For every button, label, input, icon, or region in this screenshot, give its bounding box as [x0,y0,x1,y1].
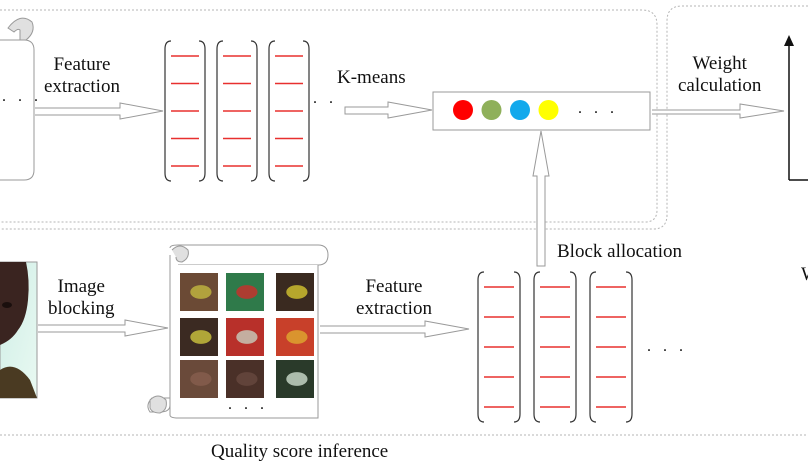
weight-calculation-arrow[interactable] [652,103,785,119]
image-block-detail [190,372,212,386]
right-bracket [250,40,258,182]
label-line: blocking [48,298,115,319]
feature-vectors-ellipsis: . . [313,90,337,107]
weight-calculation-label: Weight calculation [678,53,761,97]
right-bracket [302,40,310,182]
cluster-center-dot [481,100,502,120]
feature-vector [268,40,310,182]
kmeans-arrow[interactable] [344,101,433,119]
left-bracket [164,40,172,182]
left-bracket [589,271,597,423]
blocks-ellipsis: . . . [228,396,268,413]
input-face-image [0,261,38,399]
feature-vector [216,40,258,182]
feature-vector [477,271,521,423]
label-line: Weight [692,53,747,74]
label-line: Feature [365,276,423,297]
left-bracket [533,271,541,423]
training-stage-border [0,9,658,223]
image-blocking-label: Image blocking [48,276,115,320]
training-images-scroll [0,17,35,181]
image-block [226,318,264,356]
cluster-centers [453,100,559,120]
top-feature-vectors [164,40,310,182]
image-block-detail [286,372,308,386]
image-block-detail [190,330,212,344]
left-bracket [268,40,276,182]
image-block [180,273,218,311]
image-block [180,318,218,356]
vectors-ellipsis: . . . [647,338,687,355]
cluster-center-dot [538,100,559,120]
left-bracket [216,40,224,182]
image-block [226,360,264,398]
image-block-detail [236,285,258,299]
feature-vector [533,271,577,423]
cluster-center-dot [510,100,530,120]
label-line: extraction [356,298,432,319]
right-bracket [569,271,577,423]
feature-extraction-label-bottom: Feature extraction [356,276,432,320]
image-block [226,273,264,311]
image-block-grid [180,273,314,398]
feature-extraction-label-top: Feature extraction [44,54,120,98]
bottom-feature-vectors [477,271,633,423]
left-bracket [477,271,485,423]
weight-axis [784,35,808,181]
image-block-detail [236,372,258,386]
cluster-ellipsis: . . . [578,100,618,117]
kmeans-label: K-means [337,67,406,88]
weight-stage-border [0,5,808,230]
block-allocation-label: Block allocation [557,241,683,262]
label-line: Feature [53,54,111,75]
label-line: extraction [44,76,120,97]
image-block [276,318,314,356]
right-bracket [198,40,206,182]
image-blocking-arrow[interactable] [38,319,169,337]
feature-extraction-arrow-bottom[interactable] [320,320,470,338]
block-allocation-arrow[interactable] [532,130,550,267]
image-block-detail [190,285,212,299]
image-block-detail [286,285,308,299]
feature-extraction-arrow-top[interactable] [35,102,164,120]
cluster-center-dot [453,100,473,120]
label-line: Image [57,276,105,297]
image-block [180,360,218,398]
scroll-ellipsis: . . . [2,88,42,105]
feature-vector [589,271,633,423]
right-edge-label: W [801,264,808,286]
right-bracket [625,271,633,423]
right-bracket [513,271,521,423]
image-block-detail [286,330,308,344]
quality-score-inference-label: Quality score inference [211,441,389,462]
feature-vector [164,40,206,182]
image-block [276,360,314,398]
image-block-detail [236,330,258,344]
image-block [276,273,314,311]
label-line: calculation [678,75,762,96]
